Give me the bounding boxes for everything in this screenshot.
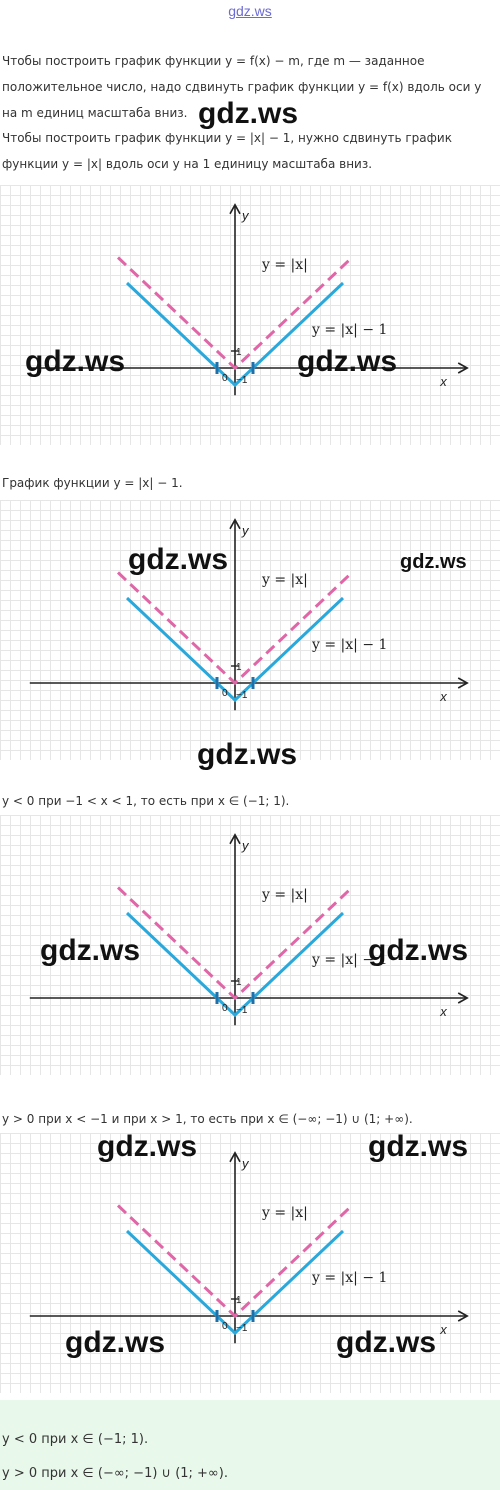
graph-4: y x 0 1 −1 y = |x| y = |x| − 1 [0,1133,500,1393]
legend-label-shifted: y = |x| − 1 [311,322,387,338]
x-axis-arrow [457,362,469,374]
intro-line-4: Чтобы построить график функции y = |x| −… [2,131,452,145]
watermark: gdz.ws [198,97,299,130]
answer-line-1: y < 0 при x ∈ (−1; 1). [2,1432,149,1447]
watermark: gdz.ws [40,934,141,967]
graph-1-svg: y x 0 1 −1 y = |x| y = |x| − 1 [29,203,469,396]
graph-3-svg: y x 0 1 −1 y = |x| y = |x| − 1 [29,833,469,1026]
site-link[interactable]: gdz.ws [228,3,272,19]
series-line-abs [116,886,354,1001]
y-axis-label: y [241,838,250,853]
tick-label-plus-one: 1 [236,1295,242,1306]
answer-box: y < 0 при x ∈ (−1; 1). y > 0 при x ∈ (−∞… [0,1400,500,1490]
x-axis-label: x [439,689,447,704]
x-axis-label: x [439,1004,447,1019]
caption-graph-3: y < 0 при −1 < x < 1, то есть при x ∈ (−… [2,794,290,808]
watermark: gdz.ws [25,345,126,378]
x-axis-arrow [457,1310,469,1322]
legend-label-abs: y = |x| [261,887,308,903]
x-axis-label: x [439,1322,447,1337]
series-line-abs [116,571,354,686]
y-axis-arrow [229,833,241,845]
legend-label-abs: y = |x| [261,1205,308,1221]
x-axis-label: x [439,374,447,389]
graph-4-svg: y x 0 1 −1 y = |x| y = |x| − 1 [29,1151,469,1344]
legend-label-shifted: y = |x| − 1 [311,952,387,968]
series-line-shifted [125,281,345,388]
watermark: gdz.ws [128,543,229,576]
graph-3: y x 0 1 −1 y = |x| y = |x| − 1 [0,815,500,1075]
series-line-shifted [125,596,345,703]
watermark: gdz.ws [368,1130,469,1163]
tick-label-minus-one: −1 [236,690,248,701]
y-axis-label: y [241,208,250,223]
watermark: gdz.ws [297,345,398,378]
tick-label-minus-one: −1 [236,1323,248,1334]
series-line-shifted [125,911,345,1018]
intro-line-3: на m единиц масштаба вниз. [2,106,188,120]
caption-graph-2: График функции y = |x| − 1. [2,476,183,490]
y-axis-arrow [229,203,241,215]
tick-label-minus-one: −1 [236,1005,248,1016]
origin-label: 0 [222,1003,228,1014]
graph-1: y x 0 1 −1 y = |x| y = |x| − 1 [0,185,500,445]
caption-graph-4: y > 0 при x < −1 и при x > 1, то есть пр… [2,1112,413,1126]
y-axis-arrow [229,1151,241,1163]
watermark: gdz.ws [97,1130,198,1163]
intro-line-2: положительное число, надо сдвинуть графи… [2,80,482,94]
intro-line-1: Чтобы построить график функции y = f(x) … [2,54,425,68]
x-axis-arrow [457,992,469,1004]
series-line-abs [116,256,354,371]
graph-2-svg: y x 0 1 −1 y = |x| y = |x| − 1 [29,518,469,711]
legend-label-shifted: y = |x| − 1 [311,1270,387,1286]
origin-label: 0 [222,688,228,699]
graph-2: y x 0 1 −1 y = |x| y = |x| − 1 [0,500,500,760]
watermark: gdz.ws [368,934,469,967]
legend-label-abs: y = |x| [261,572,308,588]
tick-label-plus-one: 1 [236,347,242,358]
intro-line-5: функции y = |x| вдоль оси y на 1 единицу… [2,157,373,171]
watermark: gdz.ws [400,551,467,573]
y-axis-arrow [229,518,241,530]
answer-line-2: y > 0 при x ∈ (−∞; −1) ∪ (1; +∞). [2,1466,228,1481]
watermark: gdz.ws [336,1326,437,1359]
y-axis-label: y [241,523,250,538]
legend-label-abs: y = |x| [261,257,308,273]
origin-label: 0 [222,1321,228,1332]
tick-label-minus-one: −1 [236,375,248,386]
series-line-shifted [125,1229,345,1336]
watermark: gdz.ws [197,738,298,771]
origin-label: 0 [222,373,228,384]
legend-label-shifted: y = |x| − 1 [311,637,387,653]
tick-label-plus-one: 1 [236,977,242,988]
series-line-abs [116,1204,354,1319]
x-axis-arrow [457,677,469,689]
y-axis-label: y [241,1156,250,1171]
watermark: gdz.ws [65,1326,166,1359]
tick-label-plus-one: 1 [236,662,242,673]
